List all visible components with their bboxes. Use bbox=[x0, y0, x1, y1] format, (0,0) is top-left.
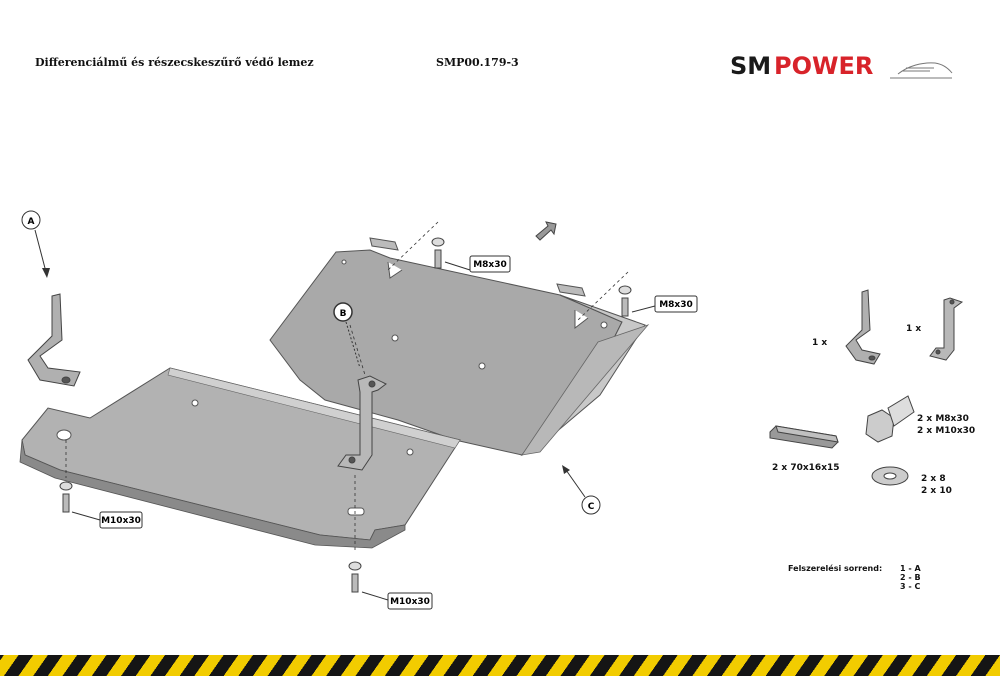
install-step: 1 - A bbox=[900, 564, 921, 573]
spacer-plate-top-right bbox=[556, 283, 586, 297]
spacer-plate-top-left bbox=[369, 237, 399, 251]
qty-washer-10: 2 x 10 bbox=[921, 486, 952, 496]
hazard-stripe-border bbox=[0, 655, 1000, 676]
label-m10x30-bottom-left: M10x30 bbox=[71, 511, 143, 529]
bracket-b bbox=[337, 375, 387, 471]
part-bracket-a bbox=[845, 289, 881, 365]
label-m8x30-top-left: M8x30 bbox=[444, 255, 511, 273]
bolt-bottom-center bbox=[348, 561, 362, 593]
logo-text-sm: SM bbox=[730, 52, 771, 80]
front-skid-plate bbox=[19, 259, 608, 549]
bolt-top-right bbox=[618, 285, 632, 317]
label-m8x30-top-right: M8x30 bbox=[631, 295, 698, 313]
rear-skid-plate bbox=[269, 249, 650, 457]
direction-arrow-icon bbox=[535, 221, 557, 241]
document-title: Differenciálmű és részecskeszűrő védő le… bbox=[35, 56, 314, 69]
bolt-bottom-left bbox=[59, 481, 73, 513]
bracket-a bbox=[27, 293, 81, 387]
callout-b: B bbox=[333, 302, 361, 369]
part-bracket-b bbox=[929, 297, 964, 361]
qty-spacer-plate: 2 x 70x16x15 bbox=[772, 463, 840, 473]
qty-bracket-a: 1 x bbox=[812, 338, 828, 348]
svg-text:M10x30: M10x30 bbox=[390, 597, 430, 607]
qty-bolt-m10: 2 x M10x30 bbox=[917, 426, 976, 436]
part-bolt-icon bbox=[865, 395, 915, 443]
svg-text:B: B bbox=[340, 309, 347, 319]
logo-text-power: POWER bbox=[774, 52, 873, 80]
label-m10x30-bottom-center: M10x30 bbox=[361, 591, 433, 610]
svg-text:M10x30: M10x30 bbox=[101, 516, 141, 526]
qty-bolt-m8: 2 x M8x30 bbox=[917, 414, 969, 424]
install-step: 3 - C bbox=[900, 582, 921, 591]
part-washer bbox=[871, 466, 909, 486]
svg-text:M8x30: M8x30 bbox=[659, 300, 693, 310]
svg-text:M8x30: M8x30 bbox=[473, 260, 507, 270]
callout-a: A bbox=[21, 210, 50, 278]
bolt-top-left bbox=[431, 237, 445, 269]
install-step: 2 - B bbox=[900, 573, 921, 582]
car-silhouette-icon bbox=[890, 62, 953, 79]
assembly-guide-lines bbox=[65, 221, 629, 550]
svg-text:C: C bbox=[588, 502, 595, 512]
qty-bracket-b: 1 x bbox=[906, 324, 922, 334]
smpower-logo: SM POWER bbox=[730, 52, 953, 80]
part-code: SMP00.179-3 bbox=[436, 56, 519, 69]
qty-washer-8: 2 x 8 bbox=[921, 474, 946, 484]
callout-c: C bbox=[562, 465, 601, 515]
install-order-steps: 1 - A 2 - B 3 - C bbox=[900, 564, 921, 591]
svg-text:A: A bbox=[28, 217, 35, 227]
part-spacer-plate bbox=[769, 425, 839, 449]
install-order-label: Felszerelési sorrend: bbox=[788, 564, 883, 573]
